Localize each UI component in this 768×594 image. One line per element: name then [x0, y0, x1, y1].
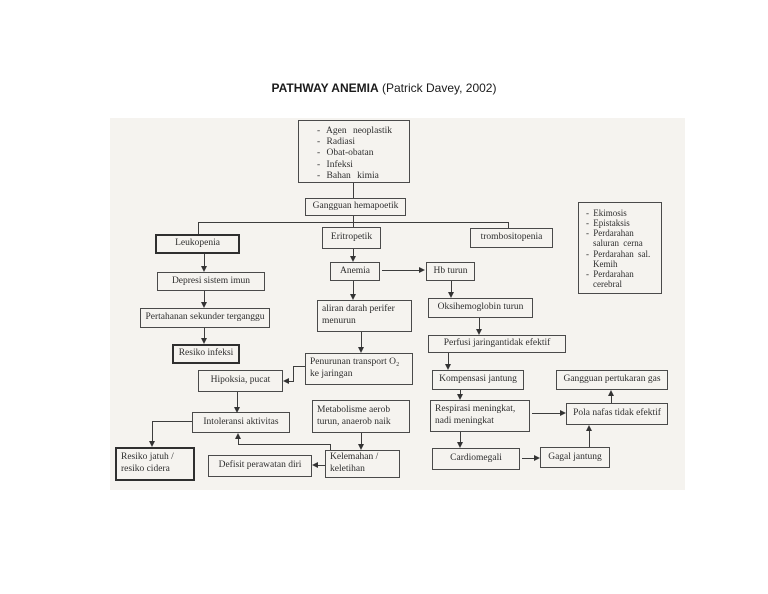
connector-line: [589, 430, 590, 447]
node-leukopenia: Leukopenia: [155, 234, 240, 254]
connector-line: [204, 254, 205, 267]
connector-line: [382, 270, 420, 271]
connector-line: [204, 291, 205, 303]
connector-line: [353, 216, 354, 222]
arrowhead: [586, 425, 592, 431]
arrowhead: [457, 394, 463, 400]
arrowhead: [358, 347, 364, 353]
arrowhead: [283, 378, 289, 384]
node-kelemahan: Kelemahan / keletihan: [325, 450, 400, 478]
connector-line: [238, 444, 331, 445]
node-gangguan-pertukaran-gas: Gangguan pertukaran gas: [556, 370, 668, 390]
page-title-bold: PATHWAY ANEMIA: [271, 81, 379, 95]
node-penurunan-transport: Penurunan transport O₂ ke jaringan: [305, 353, 413, 385]
connector-line: [330, 444, 331, 450]
connector-line: [508, 223, 509, 228]
node-oksihemoglobin-turun: Oksihemoglobin turun: [428, 298, 533, 318]
connector-line: [293, 366, 294, 381]
arrowhead: [201, 338, 207, 344]
connector-line: [293, 366, 305, 367]
node-pertahanan-sekunder: Pertahanan sekunder terganggu: [140, 308, 270, 328]
arrowhead: [201, 266, 207, 272]
connector-line: [289, 381, 294, 382]
node-anemia: Anemia: [330, 262, 380, 281]
list-item: - Bahan kimia: [317, 170, 379, 181]
node-respirasi-meningkat: Respirasi meningkat, nadi meningkat: [430, 400, 530, 432]
node-intoleransi-aktivitas: Intoleransi aktivitas: [192, 412, 290, 433]
connector-line: [198, 223, 199, 234]
connector-line: [479, 318, 480, 330]
node-depresi-sistem-imun: Depresi sistem imun: [157, 272, 265, 291]
list-item: - Perdarahan sal. Kemih: [586, 248, 651, 269]
list-item: - Epistaksis: [586, 218, 630, 229]
connector-line: [353, 183, 354, 198]
node-cardiomegali: Cardiomegali: [432, 448, 520, 470]
connector-line: [532, 413, 561, 414]
node-bleeding-list: - Ekimosis- Epistaksis- Perdarahan salur…: [578, 202, 662, 294]
node-hb-turun: Hb turun: [426, 262, 475, 281]
connector-line: [318, 465, 325, 466]
node-resiko-jatuh: Resiko jatuh / resiko cidera: [115, 447, 195, 481]
node-trombositopenia: trombositopenia: [470, 228, 553, 248]
arrowhead: [149, 441, 155, 447]
connector-line: [448, 353, 449, 365]
connector-line: [198, 222, 509, 223]
arrowhead: [235, 433, 241, 439]
arrowhead: [560, 410, 566, 416]
arrowhead: [534, 455, 540, 461]
list-item: - Perdarahan cerebral: [586, 268, 634, 290]
list-item: - Agen neoplastik: [317, 126, 393, 136]
node-causes-list: - Agen neoplastik- Radiasi- Obat-obatan-…: [298, 120, 410, 183]
connector-line: [353, 249, 354, 257]
connector-line: [152, 421, 153, 442]
connector-line: [451, 281, 452, 293]
arrowhead: [419, 267, 425, 273]
list-item: - Obat-obatan: [317, 148, 374, 159]
arrowhead: [350, 256, 356, 262]
connector-line: [353, 223, 354, 227]
connector-line: [152, 421, 192, 422]
arrowhead: [448, 292, 454, 298]
arrowhead: [201, 302, 207, 308]
node-gagal-jantung: Gagal jantung: [540, 447, 610, 468]
node-gangguan-hemapoetik: Gangguan hemapoetik: [305, 198, 406, 216]
node-resiko-infeksi: Resiko infeksi: [172, 344, 240, 364]
node-hipoksia-pucat: Hipoksia, pucat: [198, 370, 283, 392]
arrowhead: [608, 390, 614, 396]
node-perfusi-jaringan: Perfusi jaringantidak efektif: [428, 335, 566, 353]
connector-line: [361, 332, 362, 348]
connector-line: [522, 458, 535, 459]
arrowhead: [476, 329, 482, 335]
connector-line: [237, 392, 238, 408]
page-title-rest: (Patrick Davey, 2002): [378, 81, 497, 95]
arrowhead: [358, 444, 364, 450]
list-item: - Perdarahan saluran cerna: [586, 228, 643, 249]
node-pola-nafas: Pola nafas tidak efektif: [566, 403, 668, 425]
arrowhead: [457, 442, 463, 448]
node-metabolisme-aerob: Metabolisme aerob turun, anaerob naik: [312, 400, 410, 433]
node-kompensasi-jantung: Kompensasi jantung: [432, 370, 524, 390]
arrowhead: [445, 364, 451, 370]
list-item: - Radiasi: [317, 137, 356, 148]
connector-line: [238, 438, 239, 444]
node-defisit-perawatan: Defisit perawatan diri: [208, 455, 312, 477]
page-title: PATHWAY ANEMIA (Patrick Davey, 2002): [0, 81, 768, 95]
arrowhead: [350, 294, 356, 300]
list-item: - Infeksi: [317, 159, 353, 170]
connector-line: [460, 390, 461, 395]
arrowhead: [234, 407, 240, 413]
connector-line: [204, 328, 205, 339]
connector-line: [353, 281, 354, 295]
connector-line: [611, 395, 612, 403]
list-item: - Ekimosis: [586, 208, 627, 218]
arrowhead: [312, 462, 318, 468]
connector-line: [460, 432, 461, 443]
node-aliran-darah: aliran darah perifer menurun: [317, 300, 412, 332]
node-eritropetik: Eritropetik: [322, 227, 381, 249]
connector-line: [361, 433, 362, 445]
